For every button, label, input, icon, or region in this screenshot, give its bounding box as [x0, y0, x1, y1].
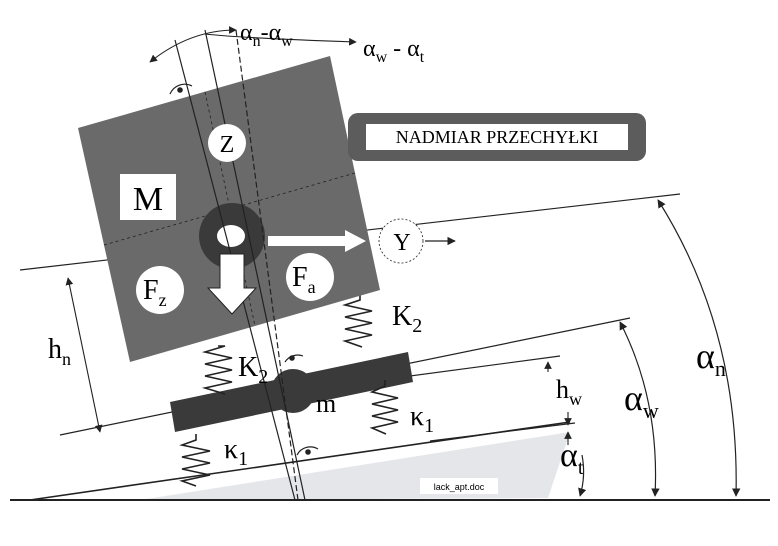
spring-lower-right [369, 380, 399, 435]
spring-label-lower-right: κ1 [410, 401, 434, 437]
right-angle-mid-dot [289, 355, 295, 361]
gravity-arrow-shape [206, 253, 258, 315]
h-n-dimension [65, 277, 103, 433]
lower-body-pivot [271, 369, 315, 413]
y-axis-circle [378, 218, 424, 264]
alpha-w-label: αw [624, 378, 659, 423]
axis-w [204, 29, 306, 501]
axis-t [235, 29, 299, 501]
alpha-t-label: αt [560, 437, 584, 479]
lateral-arrow-shape [268, 230, 366, 252]
right-angle-top-dot [177, 87, 183, 93]
z-axis-circle [208, 124, 246, 162]
h-w-label: hw [556, 375, 582, 409]
center-line-horizontal [103, 172, 356, 246]
spring-lower-left [179, 434, 211, 487]
file-label-box [420, 478, 498, 494]
fa-circle [286, 253, 334, 301]
gravity-force-label: Fz [143, 275, 167, 310]
spring-upper-left [201, 345, 233, 395]
lateral-force-label: Fa [292, 262, 316, 297]
right-angle-bottom [296, 446, 319, 456]
line-alpha-t [429, 422, 576, 442]
right-angle-bottom-dot [305, 449, 311, 455]
upper-mass-label: M [133, 181, 163, 218]
y-axis-label: Y [393, 230, 410, 256]
angle-diff-second: αw - αt [363, 36, 425, 66]
arc-diff-top [149, 26, 237, 63]
top-dimension-arcs [149, 26, 357, 63]
mass-M-box [120, 174, 176, 220]
spring-upper-right [342, 292, 373, 348]
banner-inner [366, 124, 628, 150]
spring-label-lower-left: κ1 [224, 434, 248, 470]
h-n-label: hn [48, 334, 71, 369]
angle-diff-top: αn-αw [240, 20, 293, 50]
right-angle-markers [169, 83, 319, 456]
file-label: lack_apt.doc [434, 482, 485, 492]
right-angle-top [169, 83, 193, 95]
alpha-arcs [578, 199, 741, 497]
lateral-arrow [268, 218, 456, 264]
lower-mass-label: m [316, 389, 336, 418]
arc-alpha-t [578, 454, 587, 497]
fz-circle [136, 266, 184, 314]
gravity-force-subscript: z [159, 290, 167, 310]
arc-alpha-w [619, 321, 660, 497]
ground-shading [140, 432, 570, 500]
springs [179, 292, 399, 487]
arc-diff-second [204, 33, 357, 46]
spring-label-upper-right: K2 [392, 301, 422, 337]
banner: NADMIAR PRZECHYŁKI [348, 113, 646, 161]
arc-alpha-n [657, 199, 741, 497]
ground: lack_apt.doc [10, 421, 770, 501]
center-line-vertical [204, 91, 256, 327]
spring-label-upper-left: K2 [238, 352, 268, 388]
center-of-mass-hole [217, 225, 245, 247]
gravity-arrow [206, 253, 258, 315]
lateral-force-subscript: a [308, 277, 316, 297]
z-axis-label: Z [220, 132, 235, 158]
h-n-arrow [65, 277, 103, 433]
body-labels [120, 124, 334, 314]
alpha-n-label: αn [696, 336, 726, 381]
h-w-dimension [544, 361, 572, 445]
banner-text: NADMIAR PRZECHYŁKI [396, 127, 599, 147]
